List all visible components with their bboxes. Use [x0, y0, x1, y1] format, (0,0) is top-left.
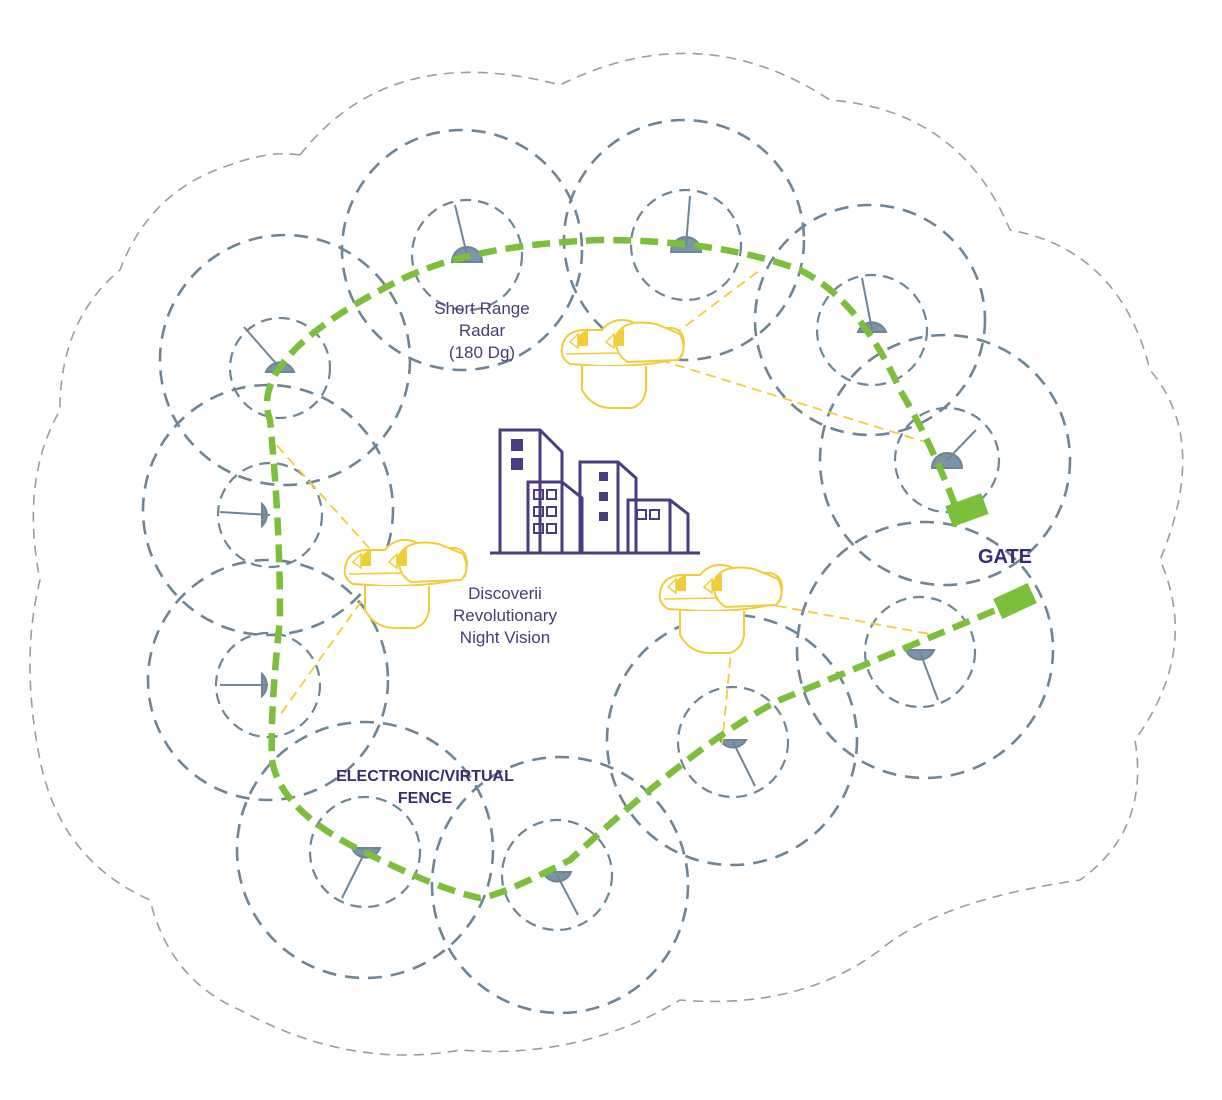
radar-label-line-1: Short Range	[434, 299, 530, 318]
radar-inner-circles	[214, 188, 1001, 932]
fence-label: ELECTRONIC/VIRTUAL FENCE	[300, 766, 550, 810]
radar-label-line-3: (180 Dg)	[448, 343, 516, 362]
short-range-radar-label: Short Range Radar (180 Dg)	[392, 298, 572, 364]
radar-coverage-circles	[141, 118, 1072, 1015]
outer-detection-zone	[29, 52, 1184, 1056]
fence-label-line-1: ELECTRONIC/VIRTUAL	[336, 768, 514, 785]
building-window-grid	[533, 489, 660, 534]
night-vision-label-line-1: Discoverii	[468, 584, 542, 603]
gate-label: GATE	[977, 546, 1033, 568]
camera-icon	[658, 564, 783, 654]
electronic-virtual-fence	[263, 236, 1022, 902]
night-vision-label-line-3: Night Vision	[459, 628, 551, 647]
night-vision-label: Discoverii Revolutionary Night Vision	[410, 583, 600, 649]
gate-posts	[945, 493, 1037, 619]
camera-icon	[560, 319, 685, 409]
radar-label-line-2: Radar	[458, 321, 506, 340]
building-windows	[511, 439, 608, 521]
fence-label-line-2: FENCE	[397, 790, 453, 807]
night-vision-label-line-2: Revolutionary	[453, 606, 557, 625]
